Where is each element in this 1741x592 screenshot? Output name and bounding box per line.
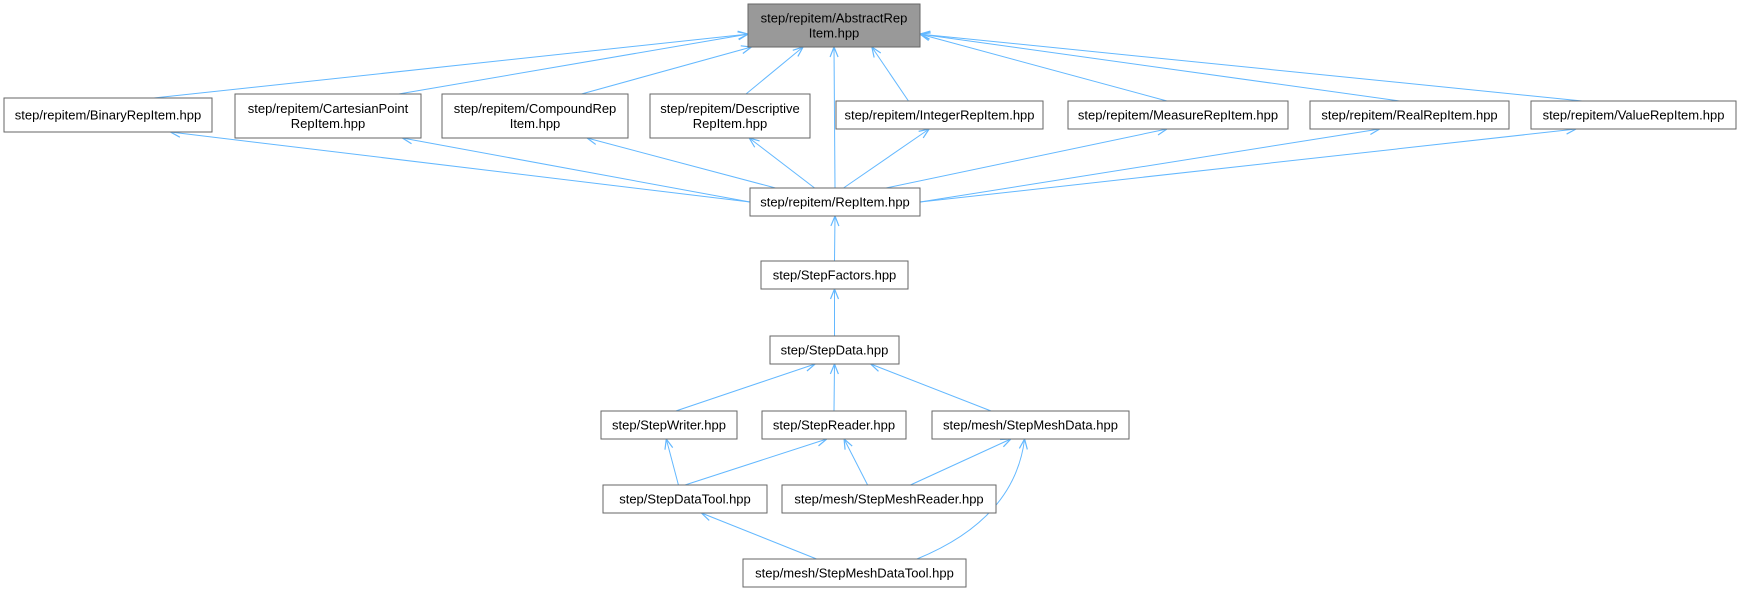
node-label: step/StepReader.hpp — [773, 418, 895, 433]
edge-repitem-to-binary — [170, 132, 751, 203]
node-label: step/repitem/AbstractRep — [761, 11, 908, 26]
edge-meshreader-to-reader — [844, 439, 869, 486]
node-box — [760, 260, 909, 290]
node-box — [835, 100, 1044, 130]
edge-repitem-to-compound — [587, 138, 776, 189]
edge-writer-to-stepdata — [675, 364, 815, 412]
node-binary[interactable]: step/repitem/BinaryRepItem.hpp — [3, 97, 213, 133]
node-meshdata[interactable]: step/mesh/StepMeshData.hpp — [931, 410, 1130, 440]
node-label: step/repitem/CompoundRep — [454, 101, 617, 116]
node-box — [1530, 100, 1737, 130]
node-label: Item.hpp — [510, 116, 561, 131]
node-box — [747, 3, 921, 48]
edge-repitem-to-cartesian — [402, 138, 751, 203]
node-box — [742, 558, 967, 588]
node-datatool[interactable]: step/StepDataTool.hpp — [602, 484, 768, 514]
node-box — [781, 484, 997, 514]
node-box — [931, 410, 1130, 440]
node-label: step/mesh/StepMeshReader.hpp — [794, 492, 983, 507]
node-box — [3, 97, 213, 133]
edge-meshdatatool-to-datatool — [701, 513, 817, 560]
node-label: step/repitem/MeasureRepItem.hpp — [1078, 108, 1278, 123]
node-box — [769, 335, 900, 365]
edge-repitem-to-real — [919, 129, 1380, 203]
node-label: step/StepDataTool.hpp — [619, 492, 751, 507]
node-label: step/repitem/ValueRepItem.hpp — [1543, 108, 1725, 123]
node-box — [600, 410, 738, 440]
node-box — [1067, 100, 1289, 130]
node-box — [441, 93, 629, 139]
node-label: step/repitem/Descriptive — [660, 101, 799, 116]
node-label: step/repitem/IntegerRepItem.hpp — [844, 108, 1034, 123]
edge-repitem-to-value — [919, 129, 1576, 203]
node-label: RepItem.hpp — [291, 116, 365, 131]
node-reader[interactable]: step/StepReader.hpp — [761, 410, 907, 440]
node-label: Item.hpp — [809, 26, 860, 41]
edge-repitem-to-abstract — [834, 47, 835, 189]
node-real[interactable]: step/repitem/RealRepItem.hpp — [1309, 100, 1510, 130]
edge-meshdata-to-stepdata — [871, 364, 992, 412]
node-factors[interactable]: step/StepFactors.hpp — [760, 260, 909, 290]
nodes-layer: step/repitem/AbstractRepItem.hppstep/rep… — [3, 3, 1737, 588]
node-integer[interactable]: step/repitem/IntegerRepItem.hpp — [835, 100, 1044, 130]
edge-repitem-to-descriptive — [749, 138, 815, 189]
edge-datatool-to-reader — [684, 439, 827, 486]
edge-real-to-abstract — [920, 34, 1400, 102]
edge-cartesian-to-abstract — [398, 34, 748, 95]
node-meshreader[interactable]: step/mesh/StepMeshReader.hpp — [781, 484, 997, 514]
node-box — [234, 93, 422, 139]
edge-binary-to-abstract — [153, 34, 748, 99]
node-box — [649, 93, 811, 139]
node-repitem[interactable]: step/repitem/RepItem.hpp — [749, 187, 921, 217]
node-label: step/mesh/StepMeshDataTool.hpp — [755, 566, 954, 581]
node-label: step/StepWriter.hpp — [612, 418, 726, 433]
node-value[interactable]: step/repitem/ValueRepItem.hpp — [1530, 100, 1737, 130]
node-box — [1309, 100, 1510, 130]
node-stepdata[interactable]: step/StepData.hpp — [769, 335, 900, 365]
node-writer[interactable]: step/StepWriter.hpp — [600, 410, 738, 440]
node-label: step/StepData.hpp — [781, 343, 889, 358]
edge-meshreader-to-meshdata — [910, 439, 1010, 486]
edge-repitem-to-measure — [885, 129, 1167, 189]
edge-repitem-to-integer — [843, 129, 930, 189]
node-box — [602, 484, 768, 514]
node-label: step/repitem/BinaryRepItem.hpp — [15, 108, 201, 123]
edge-value-to-abstract — [920, 34, 1583, 102]
edge-measure-to-abstract — [920, 34, 1168, 102]
edge-compound-to-abstract — [581, 47, 752, 95]
edge-descriptive-to-abstract — [745, 47, 803, 95]
edge-datatool-to-writer — [666, 439, 679, 486]
edge-factors-to-repitem — [835, 216, 836, 262]
node-label: step/repitem/CartesianPoint — [248, 101, 409, 116]
node-measure[interactable]: step/repitem/MeasureRepItem.hpp — [1067, 100, 1289, 130]
node-label: step/mesh/StepMeshData.hpp — [943, 418, 1118, 433]
edges-layer — [153, 34, 1583, 560]
edge-reader-to-stepdata — [834, 364, 835, 412]
node-label: step/StepFactors.hpp — [773, 268, 897, 283]
node-box — [761, 410, 907, 440]
node-label: step/repitem/RepItem.hpp — [760, 195, 910, 210]
node-label: RepItem.hpp — [693, 116, 767, 131]
edge-integer-to-abstract — [872, 47, 909, 102]
node-box — [749, 187, 921, 217]
node-label: step/repitem/RealRepItem.hpp — [1321, 108, 1497, 123]
node-meshdatatool[interactable]: step/mesh/StepMeshDataTool.hpp — [742, 558, 967, 588]
